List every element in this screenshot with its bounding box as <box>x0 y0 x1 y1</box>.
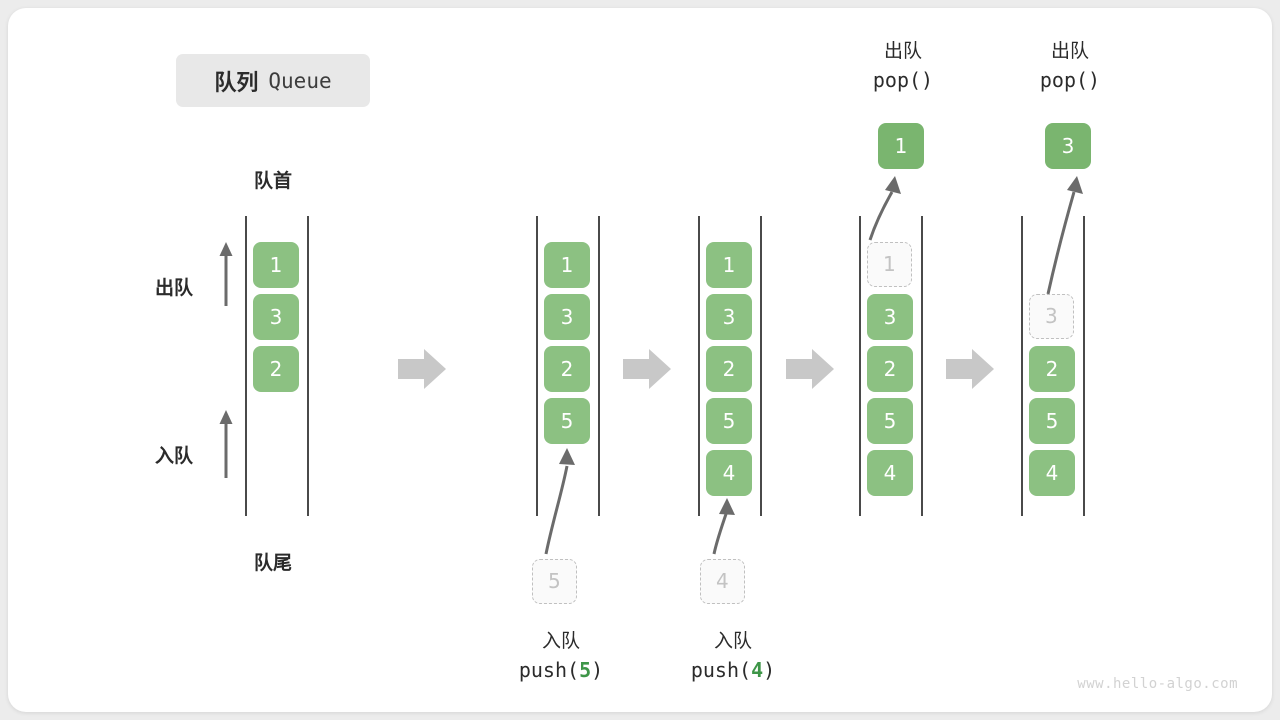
diagram-card: 队列 Queue 队首 队尾 出队 入队 1 3 2 1 3 2 5 5 入队 … <box>8 8 1272 712</box>
pop-3-cn: 出队 <box>1050 40 1089 62</box>
pop-arrow <box>1046 176 1083 295</box>
pop-arrow <box>868 176 901 241</box>
queue-cell: 3 <box>706 294 752 340</box>
pop-1-cn: 出队 <box>883 40 922 62</box>
pop-3-operation-label: 出队 pop() <box>980 38 1160 95</box>
queue-tail-label: 队尾 <box>253 552 292 574</box>
queue-cell: 2 <box>706 346 752 392</box>
queue-rail-right <box>598 216 600 516</box>
pop-1-operation-label: 出队 pop() <box>813 38 993 95</box>
push-5-cn: 入队 <box>541 630 580 652</box>
watermark: www.hello-algo.com <box>1077 676 1238 692</box>
queue-cell: 3 <box>544 294 590 340</box>
queue-cell: 2 <box>544 346 590 392</box>
queue-rail-right <box>1083 216 1085 516</box>
queue-cell: 2 <box>867 346 913 392</box>
push-4-code: push(4) <box>690 657 776 682</box>
queue-cell: 4 <box>706 450 752 496</box>
queue-cell: 5 <box>1029 398 1075 444</box>
queue-rail-right <box>307 216 309 516</box>
queue-rail-left <box>536 216 538 516</box>
step-arrow-icon <box>623 349 671 389</box>
queue-cell: 1 <box>706 242 752 288</box>
queue-cell: 5 <box>706 398 752 444</box>
queue-cell: 1 <box>544 242 590 288</box>
queue-cell: 4 <box>1029 450 1075 496</box>
pop-1-code: pop() <box>872 67 934 92</box>
queue-rail-right <box>760 216 762 516</box>
queue-cell: 2 <box>1029 346 1075 392</box>
queue-cell: 1 <box>253 242 299 288</box>
popped-cell: 3 <box>1045 123 1091 169</box>
queue-rail-left <box>1021 216 1023 516</box>
queue-rail-left <box>698 216 700 516</box>
pop-3-code: pop() <box>1039 67 1101 92</box>
popped-cell: 1 <box>878 123 924 169</box>
push-4-operation-label: 入队 push(4) <box>643 628 823 685</box>
enqueue-side-label: 入队 <box>155 445 194 467</box>
queue-rail-left <box>859 216 861 516</box>
diagram-title-badge: 队列 Queue <box>176 54 370 107</box>
queue-cell: 5 <box>544 398 590 444</box>
push-5-operation-label: 入队 push(5) <box>471 628 651 685</box>
queue-head-label: 队首 <box>253 170 292 192</box>
step-arrow-icon <box>398 349 446 389</box>
push-5-code: push(5) <box>518 657 604 682</box>
dequeue-side-label: 出队 <box>155 277 194 299</box>
queue-cell: 5 <box>867 398 913 444</box>
step-arrow-icon <box>946 349 994 389</box>
incoming-ghost-cell: 4 <box>700 559 745 604</box>
queue-rail-right <box>921 216 923 516</box>
queue-cell: 4 <box>867 450 913 496</box>
queue-cell: 3 <box>253 294 299 340</box>
queue-rail-left <box>245 216 247 516</box>
queue-cell: 3 <box>867 294 913 340</box>
dequeue-direction-arrow <box>219 242 233 306</box>
incoming-ghost-cell: 5 <box>532 559 577 604</box>
queue-cell: 2 <box>253 346 299 392</box>
queue-cell-ghost: 1 <box>867 242 912 287</box>
title-cn: 队列 <box>214 70 259 96</box>
push-4-cn: 入队 <box>713 630 752 652</box>
queue-cell-ghost: 3 <box>1029 294 1074 339</box>
enqueue-direction-arrow <box>219 410 233 478</box>
push-arrow <box>544 448 575 555</box>
step-arrow-icon <box>786 349 834 389</box>
title-en: Queue <box>268 68 332 93</box>
push-arrow <box>712 498 735 555</box>
